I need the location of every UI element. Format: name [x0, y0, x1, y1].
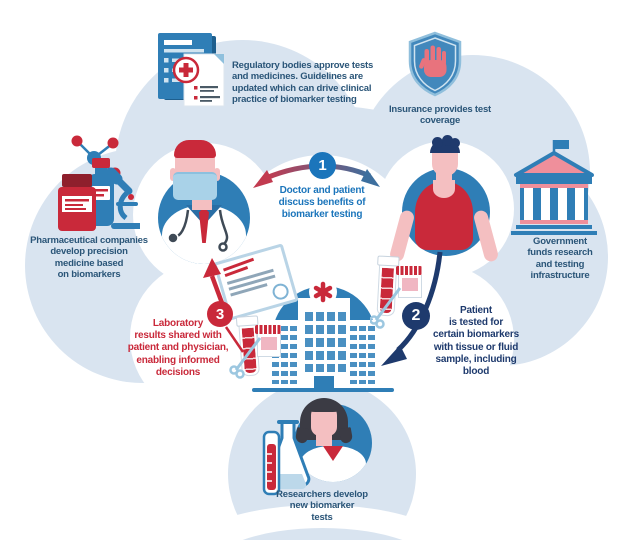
hospital-right-wing: [344, 320, 380, 388]
government-building-icon: [508, 136, 600, 236]
step-1-badge: 1: [309, 152, 336, 179]
test-tube-specimen-swab-icon: [226, 308, 286, 380]
hospital-ground-line: [252, 388, 394, 392]
regulatory-caption: Regulatory bodies approve tests and medi…: [232, 60, 374, 106]
government-caption: Government funds research and testing in…: [527, 236, 593, 282]
swab-icon: [370, 287, 402, 329]
researchers-caption: Researchers develop new biomarker tests: [276, 489, 368, 523]
step-2-text: Patient is tested for certain biomarkers…: [433, 305, 519, 377]
step-3-badge: 3: [207, 301, 233, 327]
step-3-text: Laboratory results shared with patient a…: [127, 318, 229, 378]
researcher-avatar: [272, 390, 392, 502]
hospital-building-icon: [252, 276, 394, 396]
step-1-text: Doctor and patient discuss benefits of b…: [278, 185, 366, 221]
molecule-pills-microscope-icon: [32, 128, 143, 234]
pharma-caption: Pharmaceutical companies develop precisi…: [30, 235, 148, 281]
hospital-tower: [298, 298, 350, 388]
doctor-avatar: [152, 140, 256, 264]
swab-icon: [229, 337, 262, 379]
doctor-ear-right: [214, 168, 220, 181]
shield-hand-icon: [406, 30, 464, 98]
patient-avatar: [388, 135, 500, 266]
researcher-bangs: [308, 400, 340, 412]
hospital-entrance: [314, 376, 334, 388]
patient-chest: [433, 180, 455, 198]
stethoscope-icon: [167, 209, 229, 252]
flask-test-tube-icon: [256, 418, 318, 498]
arrow-step3: [203, 258, 245, 353]
pill-bottle-red: [58, 174, 96, 231]
documents-icon: [150, 30, 232, 110]
step-2-badge: 2: [402, 302, 430, 330]
medical-cross-icon: [309, 278, 337, 306]
test-tube-specimen-swab-icon: [370, 255, 428, 330]
microscope: [105, 167, 143, 229]
doctor-mask: [173, 172, 217, 200]
insurance-caption: Insurance provides test coverage: [388, 104, 492, 127]
doctor-tie: [199, 207, 209, 243]
doctor-hair: [174, 140, 216, 158]
